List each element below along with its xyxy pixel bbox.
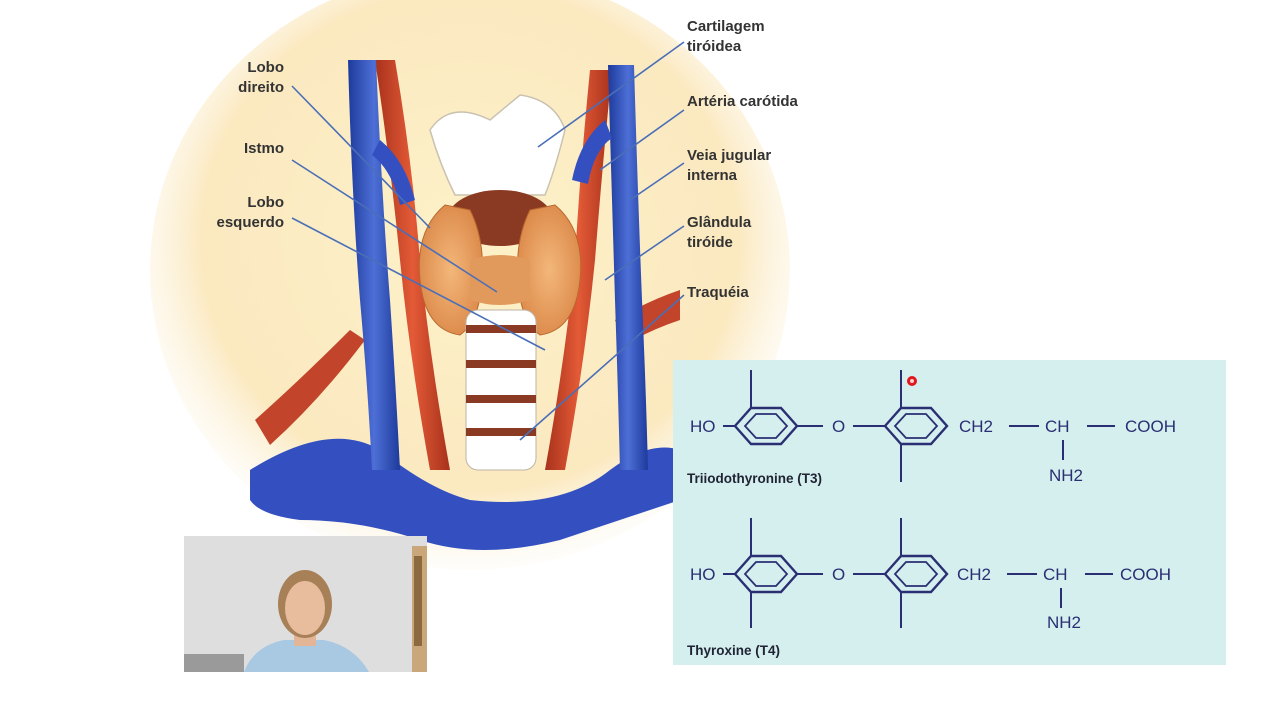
left-jugular-branch (372, 140, 415, 205)
t3-oxygen: O (832, 417, 845, 436)
thyroid-left-lobe (517, 204, 582, 336)
t4-nh2: NH2 (1047, 613, 1081, 632)
t4-ring-1-inner (743, 561, 789, 587)
label-line: esquerdo (216, 214, 284, 231)
label-line: Cartilagem (687, 18, 765, 35)
right-jugular-branch (572, 120, 612, 184)
t3-ring-1-inner (743, 413, 789, 439)
t3-ch2: CH2 (959, 417, 993, 436)
t4-name: Thyroxine (T4) (687, 643, 780, 658)
t3-nh2: NH2 (1049, 466, 1083, 485)
trachea (465, 309, 537, 471)
thyroid-cartilage (429, 94, 566, 196)
desk-items (184, 654, 244, 672)
door (414, 556, 422, 646)
label-line: Traquéia (687, 284, 749, 301)
label-line: interna (687, 167, 738, 184)
label-lobo-direito: Lobo direito (204, 58, 284, 98)
presenter-face (285, 581, 325, 635)
label-traqueia: Traquéia (687, 283, 749, 303)
subclavian-artery (255, 330, 365, 445)
label-leader-lines (291, 41, 685, 441)
label-glandula-tiroide: Glândula tiróide (687, 213, 751, 253)
label-line: tiróide (687, 234, 733, 251)
right-jugular-vein (608, 65, 648, 470)
label-line: tiróidea (687, 38, 742, 55)
label-istmo: Istmo (204, 139, 284, 159)
label-line: Istmo (243, 140, 284, 157)
t3-ring-2-inner (893, 413, 939, 439)
brachiocephalic-vein (250, 438, 680, 550)
label-line: Glândula (687, 214, 752, 231)
label-veia-jugular: Veia jugular interna (687, 146, 771, 186)
presenter-shirt (244, 640, 369, 672)
left-jugular-vein (348, 60, 400, 470)
pointer-cursor-center (910, 379, 914, 383)
t4-oxygen: O (832, 565, 845, 584)
t3-structure: HO I O CH2 CH COOH NH2 Triiodothyronine … (687, 370, 1176, 486)
thyroid-isthmus (470, 255, 530, 305)
t4-ch: CH (1043, 565, 1068, 584)
t3-name: Triiodothyronine (T3) (687, 471, 822, 486)
hormone-structures-svg: HO I O CH2 CH COOH NH2 Triiodothyronine … (687, 370, 1176, 658)
label-line: Lobo (247, 194, 284, 211)
presenter-webcam (184, 536, 427, 672)
label-line: direito (238, 79, 284, 96)
label-lobo-esquerdo: Lobo esquerdo (184, 193, 284, 233)
label-line: Veia jugular (687, 147, 772, 164)
thyroid-right-lobe (418, 204, 483, 336)
t4-ring-2-inner (893, 561, 939, 587)
t3-ch: CH (1045, 417, 1070, 436)
t4-cooh: COOH (1120, 565, 1171, 584)
thyroid-hormone-structures-panel: HO I O CH2 CH COOH NH2 Triiodothyronine … (673, 360, 1226, 665)
label-cartilagem-tiroidea: Cartilagem tiróidea (687, 17, 765, 57)
t3-cooh: COOH (1125, 417, 1176, 436)
t4-structure: HO O CH2 CH COOH NH2 Thyroxine (T4) (687, 518, 1171, 658)
t3-ho: HO (690, 417, 716, 436)
t4-ch2: CH2 (957, 565, 991, 584)
t4-ho: HO (690, 565, 716, 584)
label-arteria-carotida: Artéria carótida (687, 92, 798, 112)
presenter-video-frame (184, 536, 427, 672)
label-line: Lobo (247, 59, 284, 76)
label-line: Artéria carótida (687, 93, 798, 110)
